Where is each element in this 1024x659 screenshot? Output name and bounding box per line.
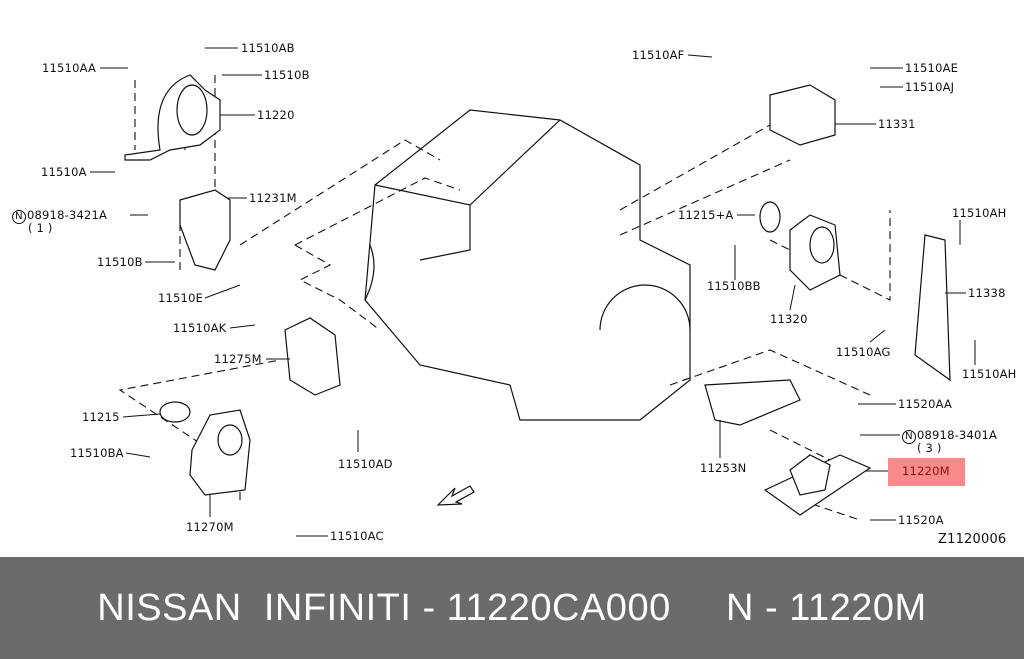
part-label[interactable]: 11231M bbox=[249, 191, 297, 205]
part-label[interactable]: 11520A bbox=[898, 513, 944, 527]
part-label[interactable]: 11510AD bbox=[338, 457, 393, 471]
part-label[interactable]: 11510E bbox=[158, 291, 204, 305]
part-11231M bbox=[179, 189, 231, 271]
part-11275M bbox=[284, 317, 341, 396]
part-number: 08918-3421A bbox=[27, 208, 108, 222]
part-label[interactable]: 11510AB bbox=[241, 41, 295, 55]
n-symbol-icon: N bbox=[902, 430, 916, 444]
part-label[interactable]: 11220 bbox=[257, 108, 295, 122]
part-11338 bbox=[914, 234, 951, 382]
part-label[interactable]: 11520AA bbox=[898, 397, 953, 411]
n-symbol-icon: N bbox=[12, 210, 26, 224]
quantity-label: ( 3 ) bbox=[917, 441, 942, 455]
part-number-banner: NISSAN INFINITI - 11220CA000 N - 11220M bbox=[0, 557, 1024, 659]
front-arrow-icon bbox=[436, 485, 475, 506]
part-label[interactable]: 11331 bbox=[878, 117, 916, 131]
part-number: 08918-3401A bbox=[917, 428, 998, 442]
part-11320 bbox=[759, 201, 841, 291]
part-label[interactable]: 11275M bbox=[214, 352, 262, 366]
quantity-label: ( 1 ) bbox=[28, 221, 53, 235]
part-label[interactable]: 11510AK bbox=[173, 321, 227, 335]
part-label[interactable]: 11270M bbox=[186, 520, 234, 534]
part-11270M bbox=[159, 401, 251, 496]
part-11220 bbox=[124, 74, 221, 161]
part-label[interactable]: 11510AA bbox=[42, 61, 97, 75]
highlighted-part-label[interactable]: 11220M bbox=[902, 464, 950, 478]
part-label[interactable]: 11510AC bbox=[330, 529, 384, 543]
part-label[interactable]: 11338 bbox=[968, 286, 1006, 300]
part-label[interactable]: 11215 bbox=[82, 410, 120, 424]
leader-lines bbox=[90, 47, 976, 537]
part-11253N bbox=[704, 379, 801, 426]
part-label[interactable]: 11510B bbox=[97, 255, 143, 269]
part-11220M bbox=[763, 454, 872, 516]
banner-text: NISSAN INFINITI - 11220CA000 N - 11220M bbox=[97, 586, 927, 629]
part-label[interactable]: 11510AH bbox=[952, 206, 1007, 220]
part-label[interactable]: 11510BB bbox=[707, 279, 761, 293]
part-label[interactable]: 11320 bbox=[770, 312, 808, 326]
engine-block bbox=[364, 109, 691, 421]
part-label[interactable]: 11215+A bbox=[678, 208, 734, 222]
diagram-code: Z1120006 bbox=[938, 532, 1007, 547]
part-label[interactable]: 11253N bbox=[700, 461, 747, 475]
highlight-box bbox=[888, 458, 965, 486]
part-label[interactable]: 11510AE bbox=[905, 61, 959, 75]
part-label[interactable]: 11510AJ bbox=[905, 80, 955, 94]
part-label[interactable]: 11510AG bbox=[836, 345, 891, 359]
part-label[interactable]: 11510A bbox=[41, 165, 87, 179]
part-label[interactable]: 11510B bbox=[264, 68, 310, 82]
part-label[interactable]: 11510BA bbox=[70, 446, 124, 460]
part-11331 bbox=[769, 84, 836, 146]
part-label[interactable]: 11510AH bbox=[962, 367, 1017, 381]
engine-mount-diagram bbox=[90, 47, 976, 537]
part-label[interactable]: 11510AF bbox=[632, 48, 685, 62]
